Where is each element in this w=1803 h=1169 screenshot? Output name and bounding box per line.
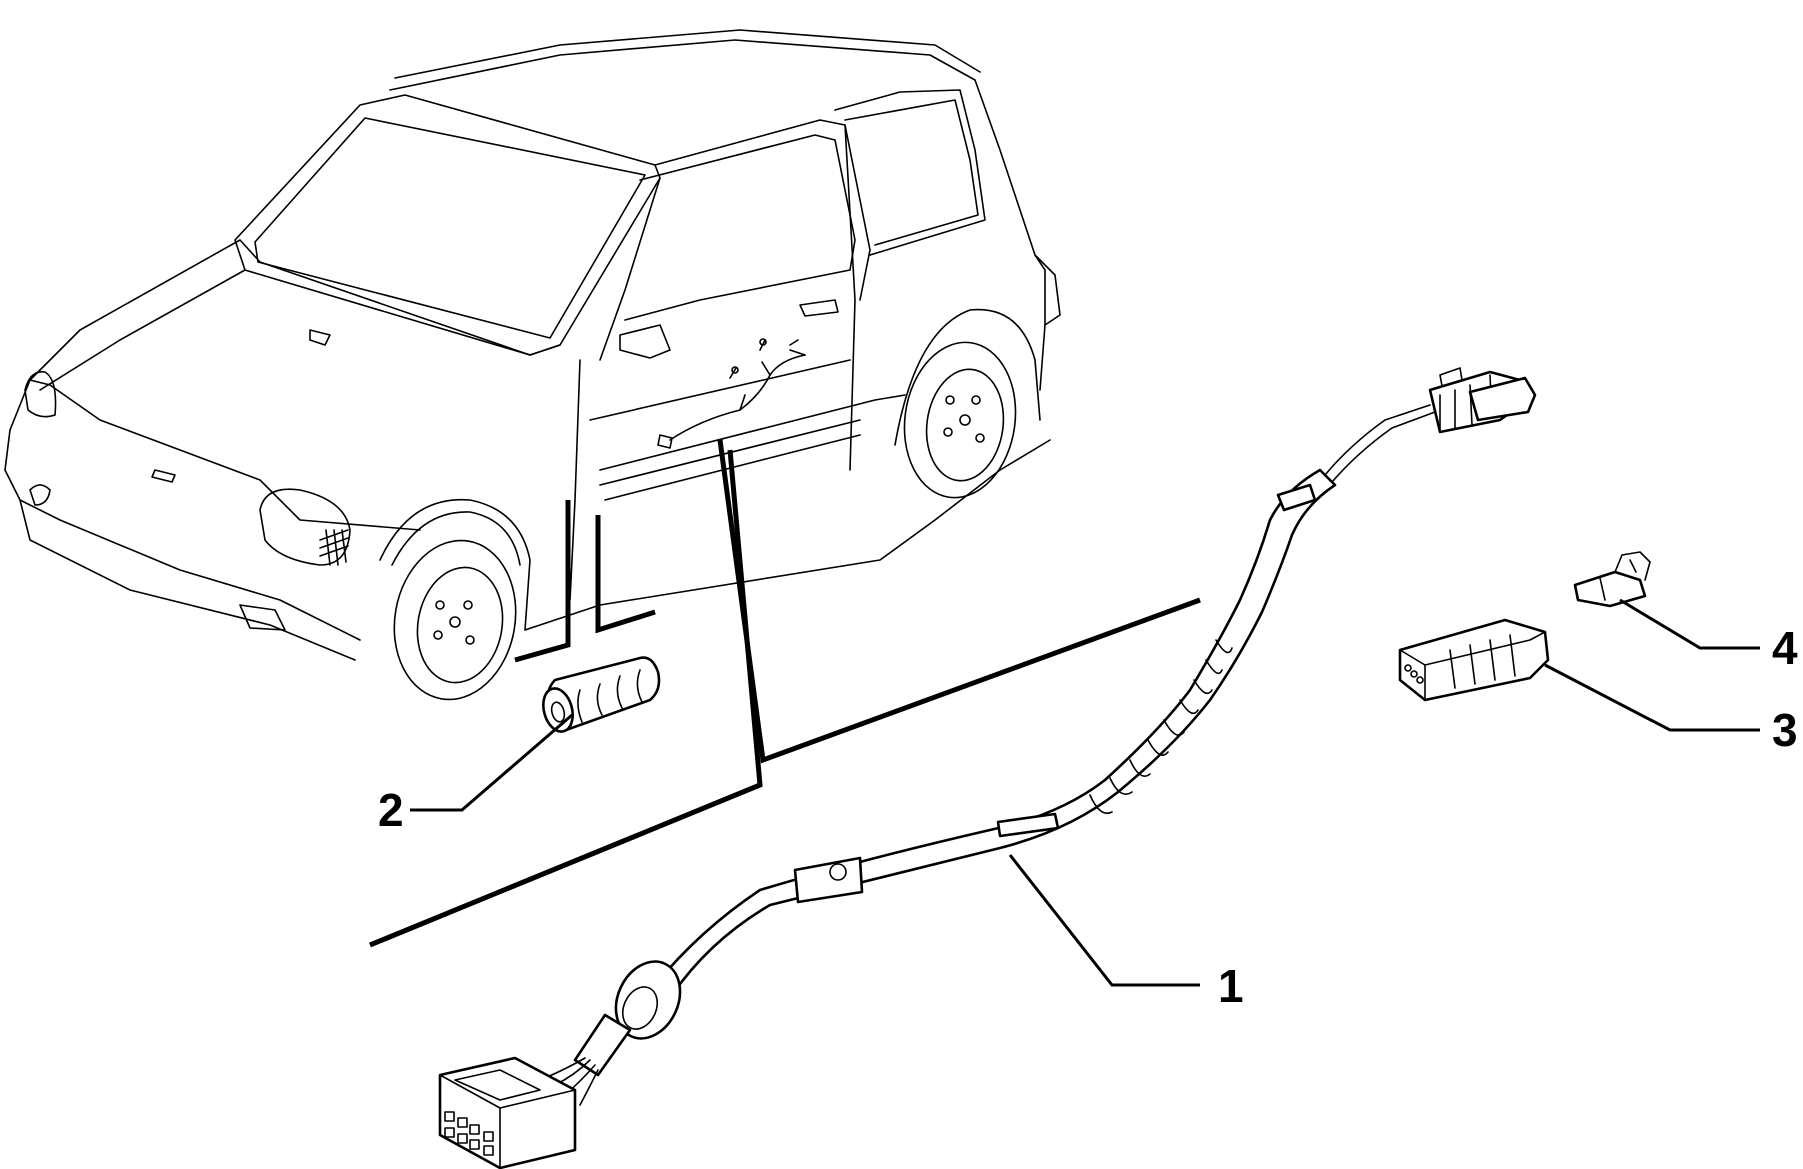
connector-housing-part (1398, 618, 1550, 702)
detail-indicator-lines (369, 439, 1201, 948)
terminal-part (1573, 551, 1651, 608)
wiring-harness-part (438, 367, 1537, 1169)
callout-4-label: 4 (1772, 622, 1798, 674)
callout-3-label: 3 (1772, 704, 1798, 756)
grommet-part (542, 656, 661, 733)
callout-2-label: 2 (378, 784, 404, 836)
callout-leaders (410, 598, 1760, 987)
callout-1-label: 1 (1218, 960, 1244, 1012)
vehicle-illustration (4, 29, 1061, 701)
